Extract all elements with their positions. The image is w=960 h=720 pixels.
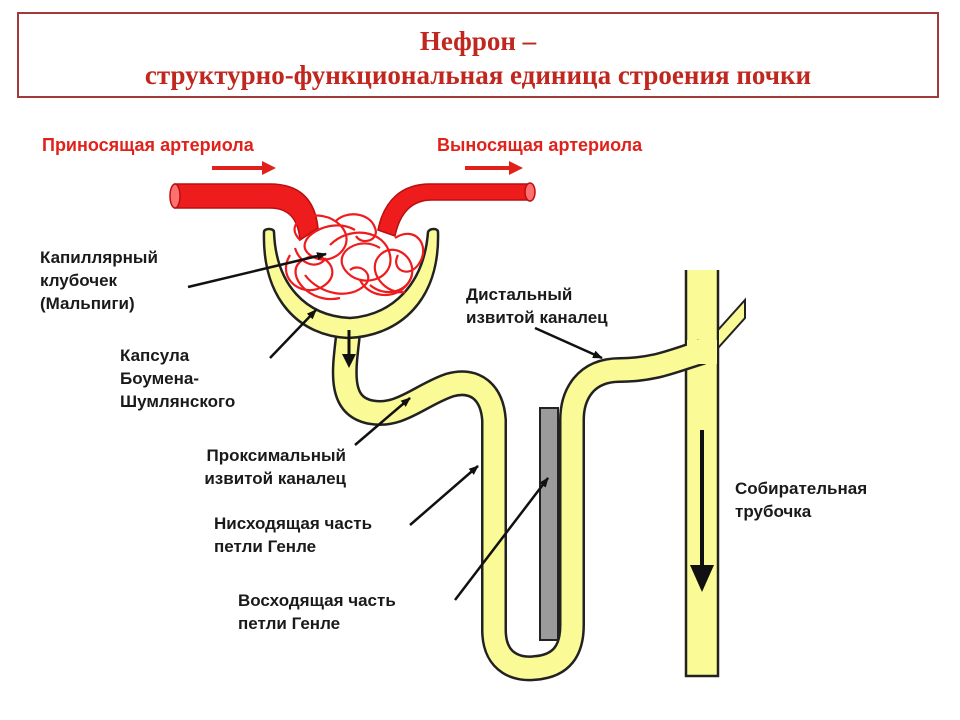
label-efferent-arteriole: Выносящая артериола — [437, 135, 643, 155]
afferent-arteriole — [169, 183, 319, 242]
label-proximal-tubule: Проксимальный извитой каналец — [150, 444, 346, 490]
label-capsule-line-3: Шумлянского — [120, 392, 236, 411]
label-descending-line-2: петли Генле — [214, 537, 317, 556]
pointer-lines — [187, 252, 603, 601]
label-proximal-line-1: Проксимальный — [206, 446, 346, 465]
efferent-arteriole — [377, 182, 536, 237]
label-proximal-line-2: извитой каналец — [204, 469, 346, 488]
label-afferent-arteriole: Приносящая артериола — [42, 135, 254, 155]
title-line-1: Нефрон – — [419, 26, 537, 56]
label-capsule-line-1: Капсула — [120, 346, 190, 365]
label-collecting-line-1: Собирательная — [735, 479, 868, 498]
title-box: Нефрон – структурно-функциональная едини… — [17, 12, 939, 98]
label-collecting-line-2: трубочка — [735, 502, 812, 521]
nephron-tubule — [331, 333, 717, 682]
label-collecting-duct: Собирательная трубочка — [735, 477, 867, 523]
label-ascending-line-2: петли Генле — [238, 614, 341, 633]
label-ascending-loop: Восходящая часть петли Генле — [238, 589, 396, 635]
label-descending-line-1: Нисходящая часть — [214, 514, 373, 533]
collecting-duct — [684, 270, 746, 678]
label-distal-tubule: Дистальный извитой каналец — [466, 283, 608, 329]
label-distal-line-1: Дистальный — [466, 285, 573, 304]
flow-arrows — [212, 161, 523, 175]
label-descending-loop: Нисходящая часть петли Генле — [214, 512, 372, 558]
label-ascending-line-1: Восходящая часть — [238, 591, 396, 610]
label-glomerulus-line-3: (Мальпиги) — [40, 294, 135, 313]
label-capsule-line-2: Боумена- — [120, 369, 200, 388]
label-distal-line-2: извитой каналец — [466, 308, 608, 327]
glomerulus-capillaries — [284, 213, 425, 301]
vasa-recta — [539, 407, 559, 641]
label-glomerulus-line-1: Капиллярный — [40, 248, 158, 267]
title-line-2: структурно-функциональная единица строен… — [144, 60, 812, 90]
label-glomerulus-line-2: клубочек — [40, 271, 118, 290]
label-glomerulus: Капиллярный клубочек (Мальпиги) — [40, 246, 158, 315]
label-bowman-capsule: Капсула Боумена- Шумлянского — [120, 344, 235, 413]
